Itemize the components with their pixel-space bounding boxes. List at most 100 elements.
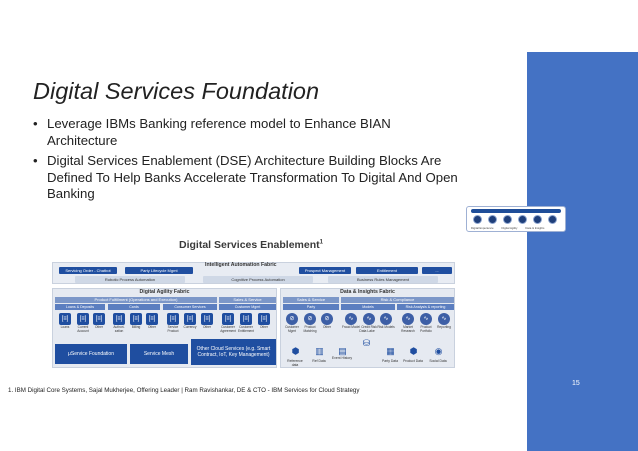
dot-icon (488, 215, 497, 224)
thumbnail-caption: Digital Experience (471, 226, 494, 230)
service-label: Loans (60, 325, 70, 329)
service-icon: [≡] (184, 313, 196, 325)
iaf-item: Cognitive Process Automation (203, 276, 313, 283)
agility-band: Product Fulfillment (Operations and Exec… (55, 297, 217, 303)
thumbnail-captions: Digital Experience Digital Agility Data … (471, 226, 544, 230)
analytics-icon: ⊘ (304, 313, 316, 325)
analytics-label: Market Research (401, 325, 415, 333)
bullet-item: • Leverage IBMs Banking reference model … (33, 116, 463, 149)
globe-icon: ◉ (434, 346, 443, 356)
bullet-dot: • (33, 116, 38, 131)
dot-icon (473, 215, 482, 224)
document-icon: ▤ (338, 346, 347, 356)
analytics-label: Product Matching (303, 325, 317, 333)
insights-band: Risk & Compliance (341, 297, 454, 303)
service-icon: [≡] (222, 313, 234, 325)
service-label: Customer Agreement (220, 325, 236, 333)
agility-title: Digital Agility Fabric (139, 289, 190, 295)
insights-group: Risk Analysis & reporting (397, 304, 454, 310)
service-label: Other (203, 325, 211, 329)
iaf-item: ... (422, 267, 452, 274)
service-label: Customer Entitlement (238, 325, 254, 333)
service-label: Other (260, 325, 268, 329)
slide-title: Digital Services Foundation (33, 78, 320, 104)
dot-icon (503, 215, 512, 224)
service-icon: [≡] (130, 313, 142, 325)
cluster-icon: ⬢ (409, 346, 418, 356)
service-label: Current Account (77, 325, 89, 333)
agility-group: Customer Mgmt (219, 304, 276, 310)
service-icon: [≡] (240, 313, 252, 325)
data-label: Party Data (381, 359, 399, 363)
dse-diagram: Digital Services Enablement1 Intelligent… (52, 239, 455, 370)
thumbnail-caption: Data & Insights (525, 226, 545, 230)
agility-group: Loans & Deposits (55, 304, 105, 310)
agility-group: Cards (108, 304, 160, 310)
analytics-label: Product Portfolio (420, 325, 432, 333)
data-label: Ref Data (312, 359, 326, 363)
iaf-item: Prospect Management (299, 267, 351, 274)
service-icon: [≡] (258, 313, 270, 325)
analytics-label: Reporting (437, 325, 451, 329)
database-icon: ⛁ (362, 338, 371, 348)
insights-group: Models (341, 304, 395, 310)
diagram-title-text: Digital Services Enablement (179, 239, 320, 251)
agility-group: Consumer Services (163, 304, 217, 310)
data-label: Event History (331, 356, 353, 360)
analytics-icon: ∿ (438, 313, 450, 325)
iaf-item: Party Lifecycle Mgmt (125, 267, 193, 274)
iaf-item: Business Rules Management (328, 276, 438, 283)
analytics-icon: ∿ (380, 313, 392, 325)
architecture-thumbnail: Digital Experience Digital Agility Data … (466, 206, 566, 232)
intelligent-automation-fabric: Intelligent Automation Fabric Servicing … (52, 262, 455, 284)
thumbnail-icons (473, 215, 557, 224)
analytics-label: Fraud Model (342, 325, 360, 329)
dot-icon (548, 215, 557, 224)
agility-band: Sales & Service (219, 297, 276, 303)
bullet-item: • Digital Services Enablement (DSE) Arch… (33, 153, 463, 203)
page-number: 15 (572, 380, 580, 387)
diagram-title-sup: 1 (319, 239, 323, 246)
service-label: Other (95, 325, 103, 329)
analytics-icon: ⊘ (321, 313, 333, 325)
analytics-icon: ∿ (402, 313, 414, 325)
bullet-text: Leverage IBMs Banking reference model to… (47, 116, 391, 148)
bullet-text: Digital Services Enablement (DSE) Archit… (47, 153, 458, 201)
digital-agility-fabric: Digital Agility Fabric Product Fulfillme… (52, 288, 277, 368)
analytics-label: Customer Mgmt (285, 325, 299, 333)
iaf-item: Servicing Order - Chatbot (59, 267, 117, 274)
analytics-icon: ⊘ (286, 313, 298, 325)
thumbnail-bar (471, 209, 561, 213)
dot-icon (533, 215, 542, 224)
analytics-label: Credit Risk (361, 325, 377, 329)
analytics-icon: ∿ (420, 313, 432, 325)
bullet-list: • Leverage IBMs Banking reference model … (33, 116, 463, 207)
accent-sidebar (527, 52, 638, 451)
service-icon: [≡] (93, 313, 105, 325)
service-icon: [≡] (146, 313, 158, 325)
dot-icon (518, 215, 527, 224)
iaf-item: Robotic Process Automation (75, 276, 185, 283)
analytics-label: Other (323, 325, 331, 329)
table-icon: ▦ (386, 346, 395, 356)
data-label: Social Data (429, 359, 447, 363)
diagram-title: Digital Services Enablement1 (179, 239, 323, 251)
insights-title: Data & Insights Fabric (340, 289, 395, 295)
service-label: Service Product (167, 325, 179, 333)
service-label: Authori-zation (113, 325, 125, 333)
insights-group: Party (283, 304, 339, 310)
service-icon: [≡] (77, 313, 89, 325)
thumbnail-caption: Digital Agility (501, 226, 518, 230)
data-label: Data Lake (359, 329, 375, 333)
foundation-block: Other Cloud Services (e.g. Smart Contrac… (191, 339, 276, 365)
analytics-label: Risk Models (377, 325, 395, 329)
service-icon: [≡] (113, 313, 125, 325)
data-label: Reference data (287, 359, 303, 367)
service-icon: [≡] (167, 313, 179, 325)
service-label: Currency (183, 325, 197, 329)
analytics-icon: ∿ (363, 313, 375, 325)
bullet-dot: • (33, 153, 38, 168)
data-label: Product Data (403, 359, 423, 363)
service-icon: [≡] (201, 313, 213, 325)
hexagon-icon: ⬢ (291, 346, 300, 356)
